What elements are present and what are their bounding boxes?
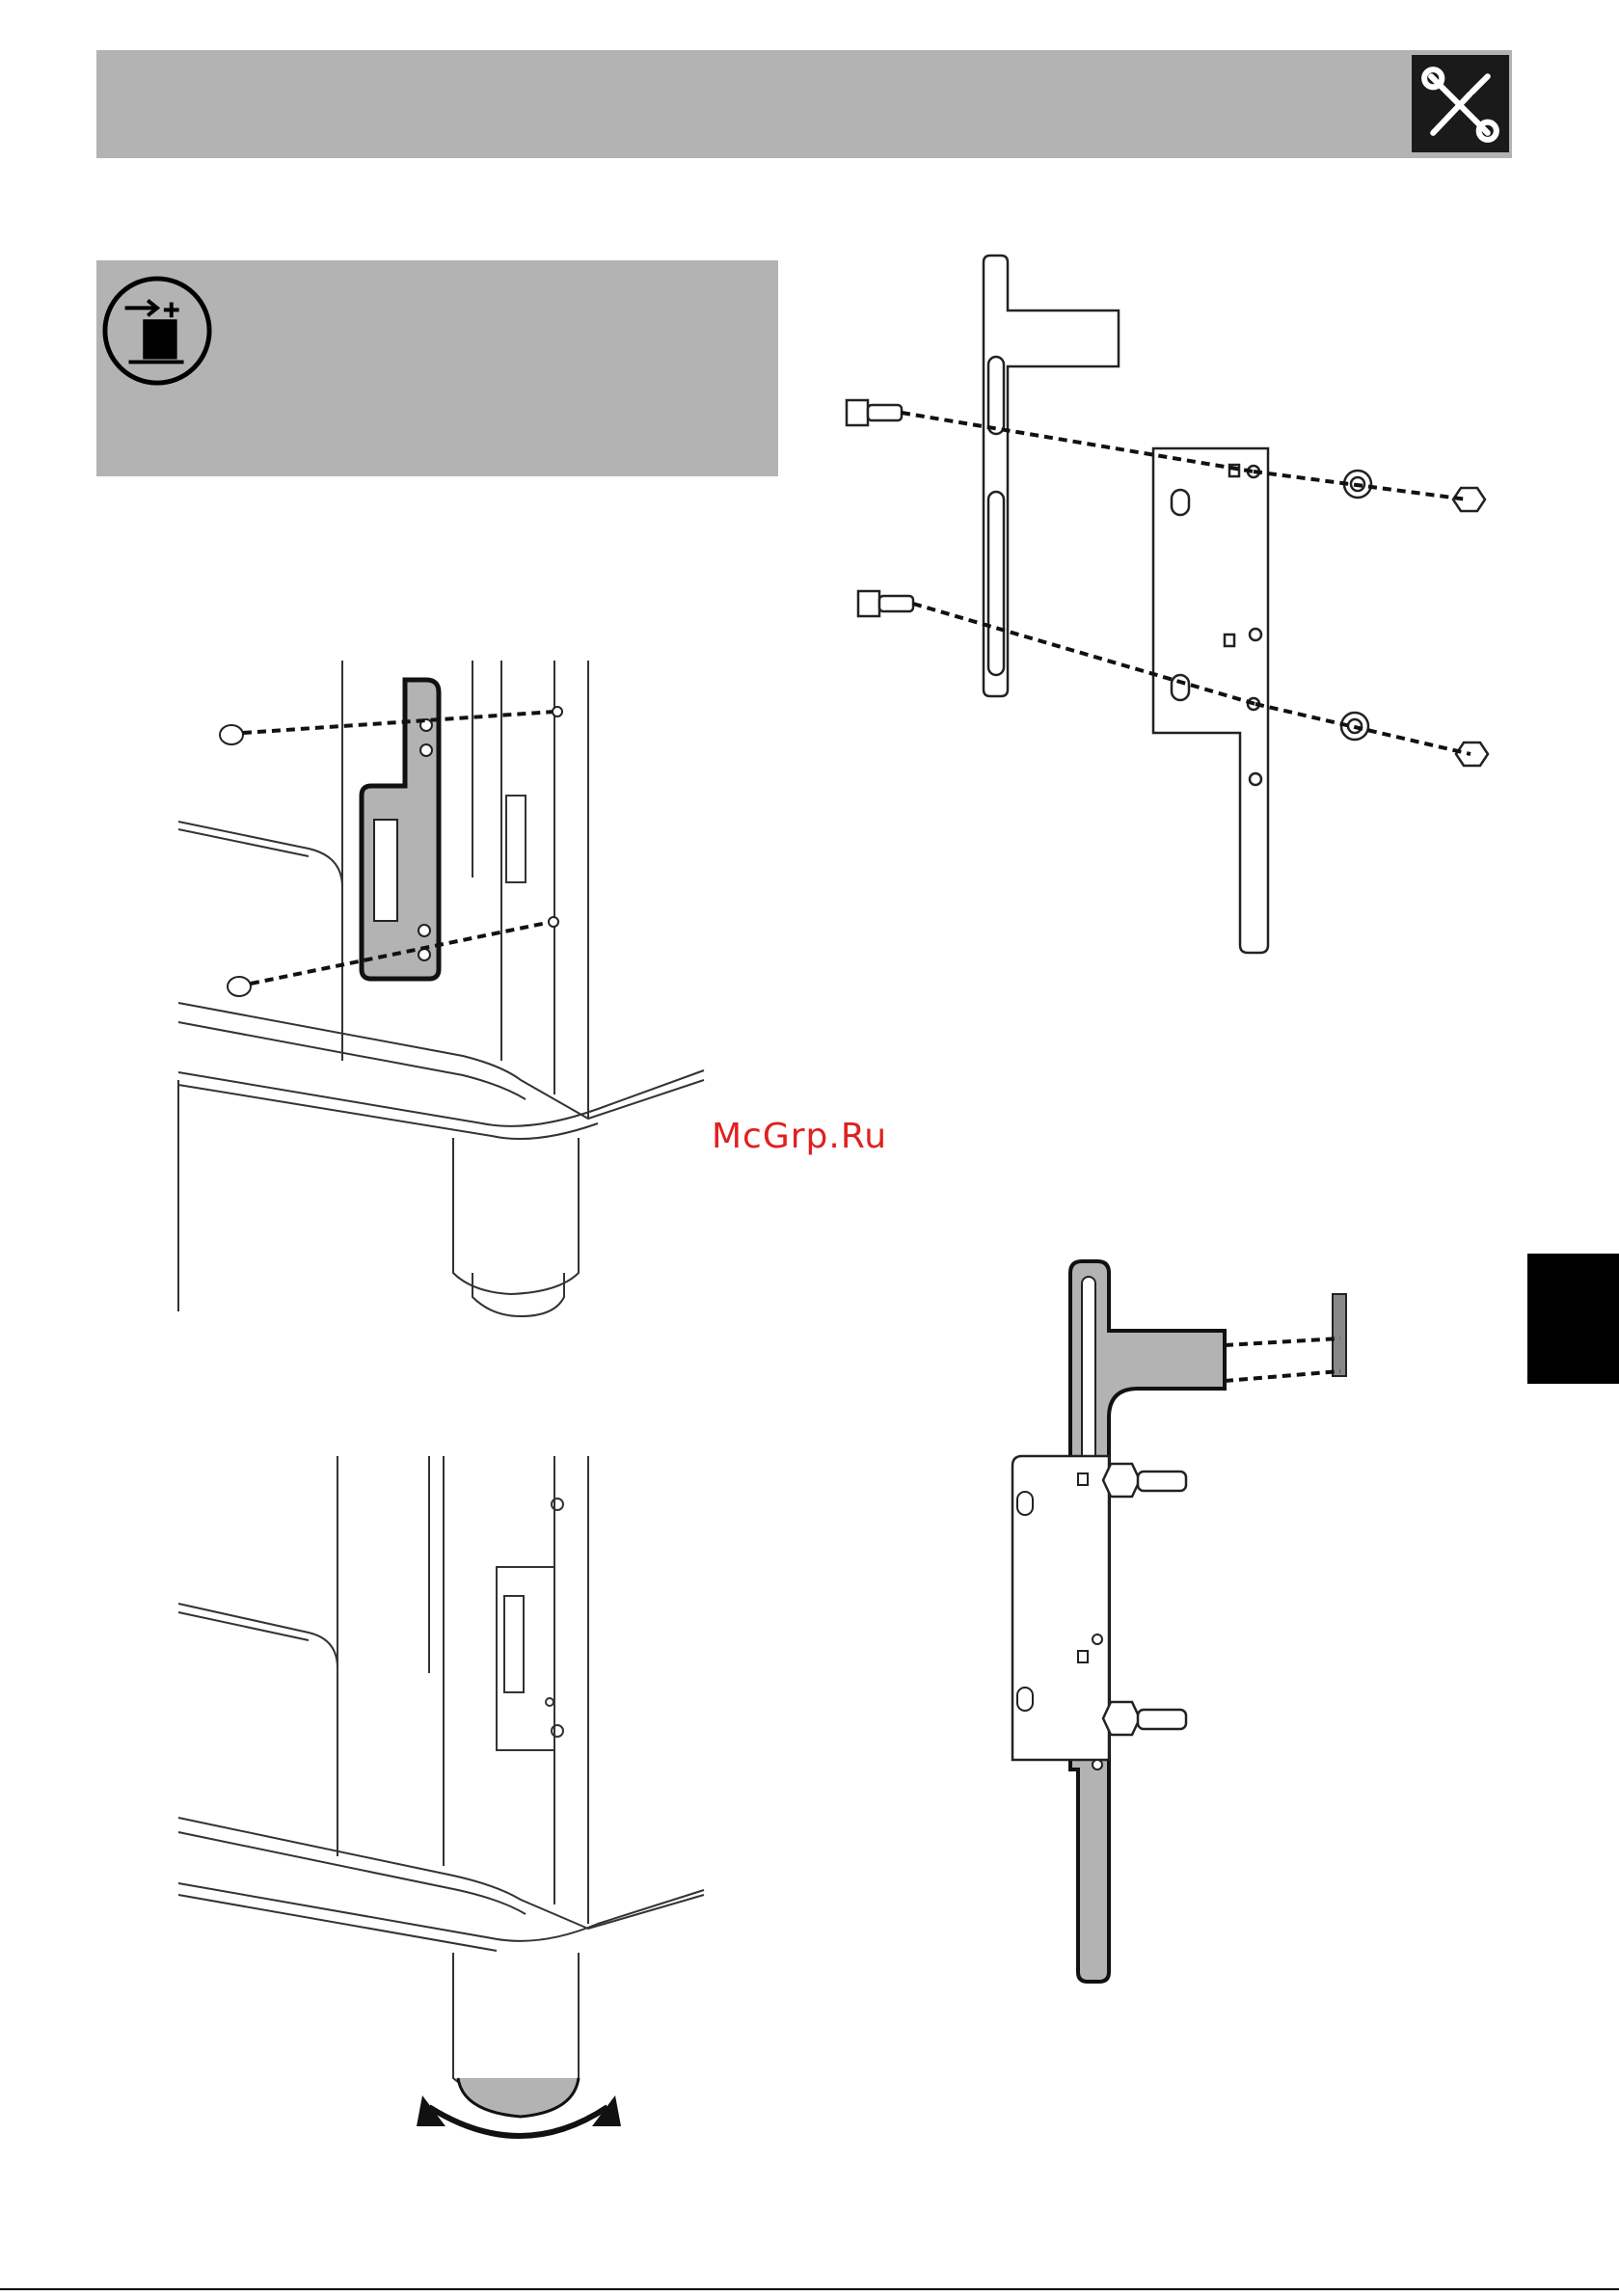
tools-icon [1412, 55, 1509, 152]
bracket-exploded-figure [839, 251, 1533, 964]
install-fixture-icon [100, 274, 214, 388]
appliance-bracket-figure [174, 656, 714, 1311]
bracket-assembled-figure [993, 1254, 1398, 1986]
header-bar [96, 50, 1512, 158]
appliance-foot-figure [174, 1451, 714, 2146]
footer-rule [0, 2288, 1619, 2290]
chapter-tab [1527, 1254, 1619, 1384]
watermark: McGrp.Ru [712, 1117, 887, 1156]
